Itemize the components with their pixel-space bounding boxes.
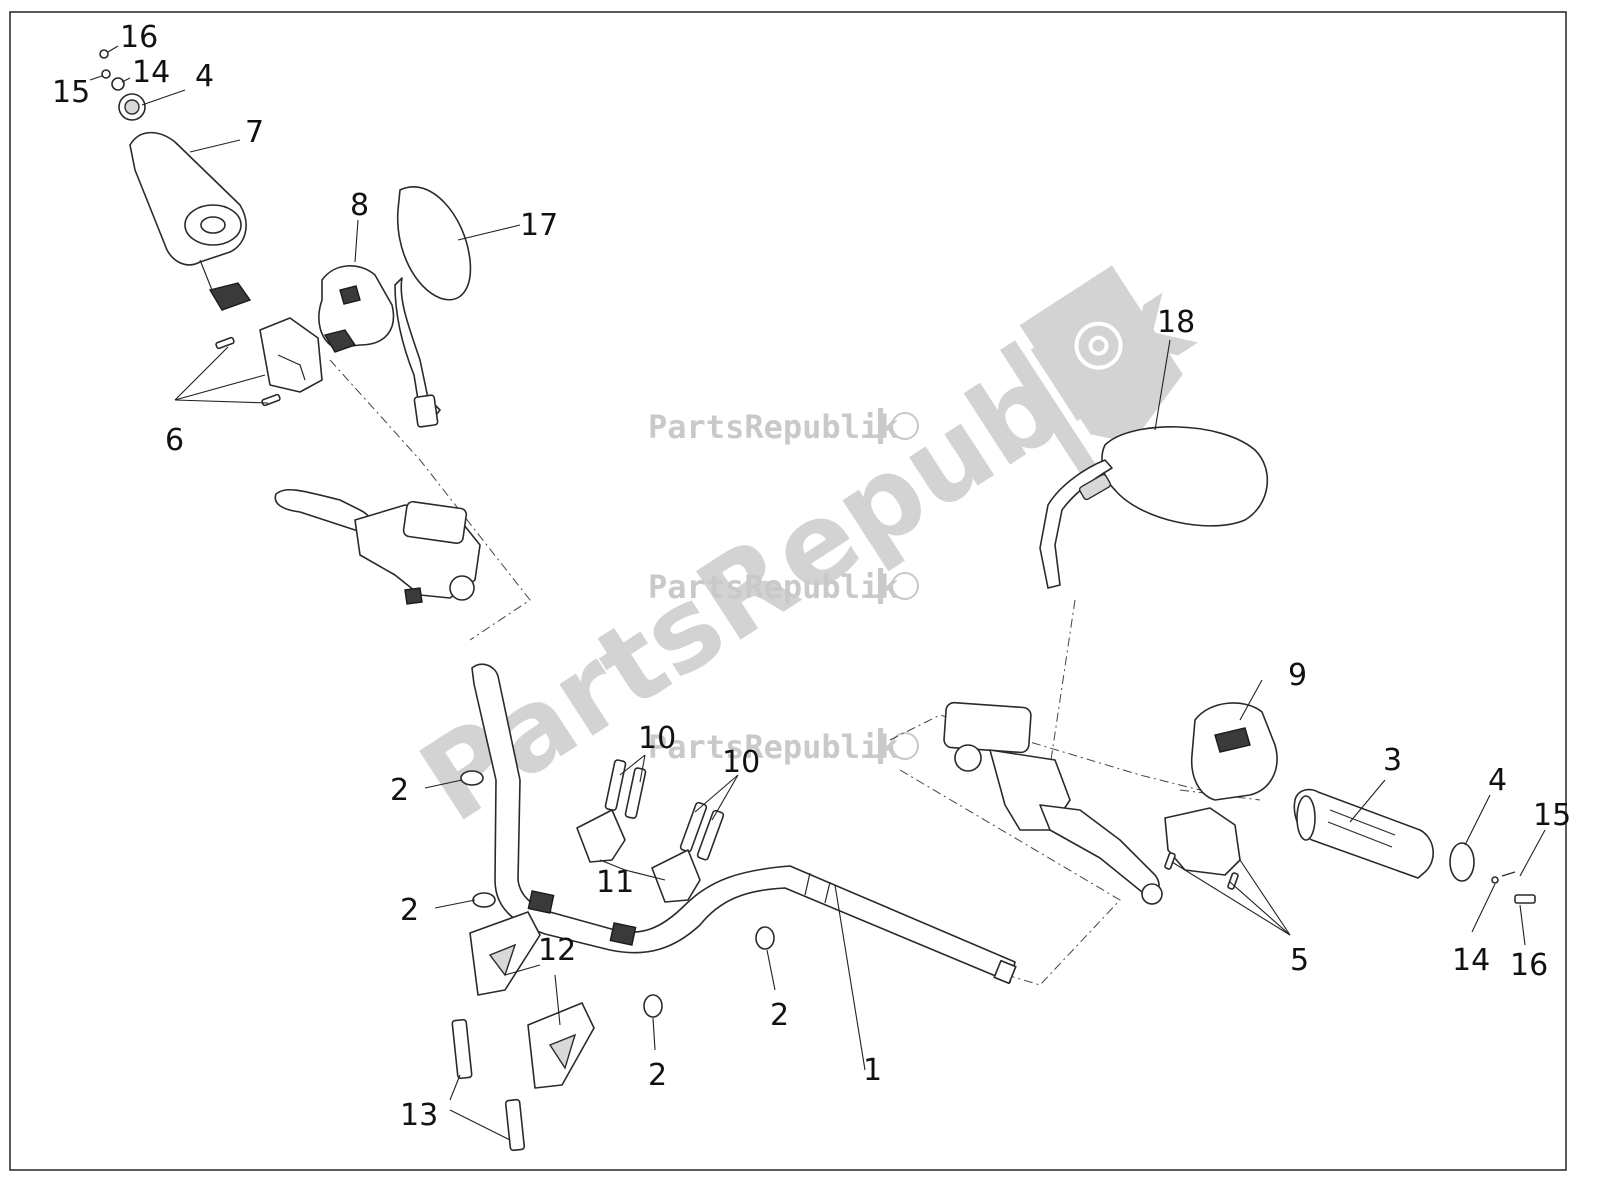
right-master-cylinder (943, 701, 1163, 905)
right-end-hardware (1449, 842, 1536, 904)
handlebar (471, 663, 1017, 985)
right-switch-lower (1164, 807, 1241, 890)
callout-1: 1 (863, 1053, 882, 1088)
watermark-wrench-icon (1000, 265, 1183, 485)
callout-11: 11 (596, 865, 634, 900)
callout-8: 8 (350, 188, 369, 223)
right-mirror (1039, 426, 1269, 589)
callout-5: 5 (1290, 943, 1309, 978)
callout-6: 6 (165, 423, 184, 458)
callout-10-a: 10 (638, 721, 676, 756)
riser-clamps (451, 911, 595, 1152)
right-grip (1293, 788, 1434, 879)
left-switch-upper (318, 265, 395, 353)
callout-16-right: 16 (1510, 948, 1548, 983)
left-mirror (394, 186, 472, 428)
callout-14-left: 14 (132, 55, 170, 90)
watermark-small-2: PartsRepublik (648, 568, 919, 606)
gear-icon (891, 732, 919, 760)
cable-clips (460, 770, 775, 1018)
callout-4-left: 4 (195, 59, 214, 94)
callout-16-left: 16 (120, 20, 158, 55)
clamp-bolts (576, 759, 725, 903)
callout-3: 3 (1383, 743, 1402, 778)
callout-10-b: 10 (722, 745, 760, 780)
watermark-small-1: PartsRepublik (648, 408, 919, 446)
left-end-hardware (99, 49, 146, 121)
callout-18: 18 (1157, 305, 1195, 340)
callout-7: 7 (245, 115, 264, 150)
left-master-cylinder (274, 488, 481, 605)
callout-15-right: 15 (1533, 798, 1571, 833)
callout-13: 13 (400, 1098, 438, 1133)
callout-2-d: 2 (648, 1058, 667, 1093)
callout-2-a: 2 (390, 773, 409, 808)
callout-12: 12 (538, 933, 576, 968)
left-grip (129, 131, 252, 311)
callout-15-left: 15 (52, 75, 90, 110)
watermark-text-1: PartsRepublik (648, 408, 898, 446)
right-switch-upper (1190, 702, 1278, 801)
callout-14-right: 14 (1452, 943, 1490, 978)
callout-4-right: 4 (1488, 763, 1507, 798)
leader-lines (89, 45, 1546, 1141)
gear-icon (891, 572, 919, 600)
gear-icon (891, 412, 919, 440)
callout-2-b: 2 (400, 893, 419, 928)
watermark-text-3: PartsRepublik (648, 728, 898, 766)
watermark-text-2: PartsRepublik (648, 568, 898, 606)
diagram-frame (9, 11, 1567, 1171)
watermark-small-3: PartsRepublik (648, 728, 919, 766)
callouts: 16 15 14 4 7 6 8 17 18 9 3 4 15 5 14 16 … (52, 20, 1571, 1133)
callout-17: 17 (520, 208, 558, 243)
callout-9: 9 (1288, 658, 1307, 693)
left-switch-lower (215, 317, 323, 407)
callout-2-c: 2 (770, 998, 789, 1033)
